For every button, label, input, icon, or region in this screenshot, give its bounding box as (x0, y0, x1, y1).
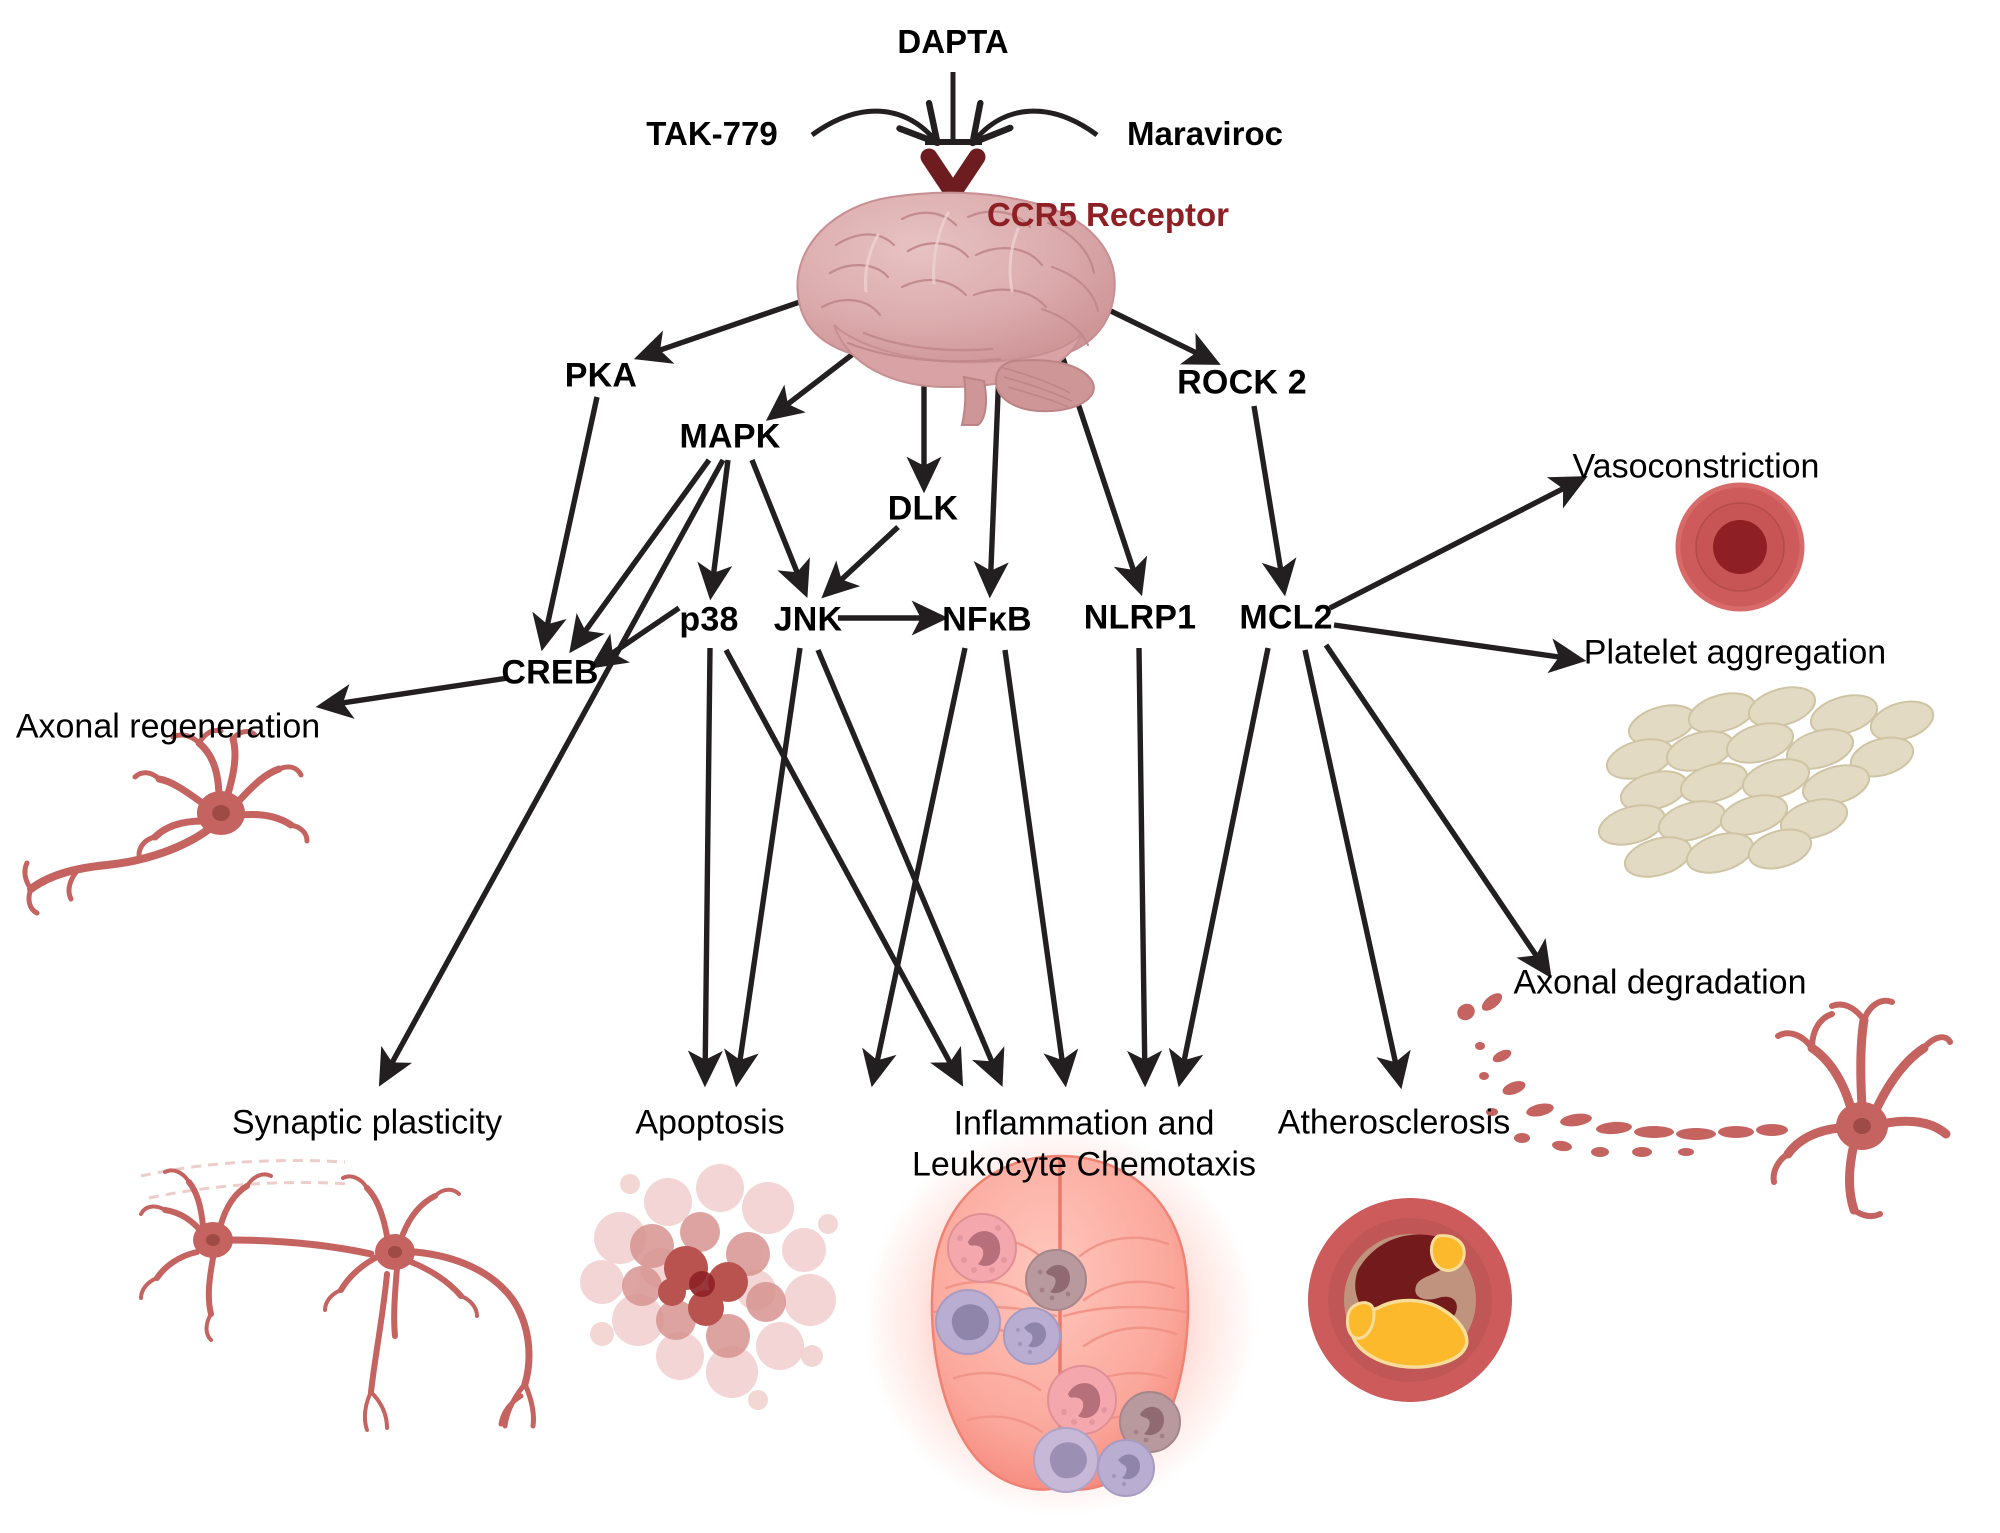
inhibitor-dapta: DAPTA (897, 23, 1009, 61)
node-pka: PKA (564, 356, 638, 395)
edge-jnk-apoptosis (724, 647, 803, 1088)
edge-mcl2-inflammation (1168, 647, 1271, 1088)
node-jnk: JNK (773, 600, 843, 639)
edge-mcl2-platelet-aggregation (1333, 622, 1587, 674)
edge-dlk-jnk (821, 525, 900, 599)
edge-p38-inflammation (723, 648, 964, 1087)
edge-jnk-inflammation (815, 648, 1005, 1087)
edge-mapk-p38 (697, 459, 733, 601)
inflamed-brain-illustration (860, 1120, 1260, 1520)
edge-mcl2-vasoconstriction (1328, 476, 1588, 611)
outcome-vasoconstriction: Vasoconstriction (1572, 447, 1820, 486)
edge-mapk-synaptic-plasticity (378, 458, 726, 1087)
node-creb: CREB (501, 653, 599, 692)
edge-creb-axonal-regeneration (315, 675, 509, 719)
neuron-network-illustration (135, 1140, 555, 1460)
outcome-apoptosis: Apoptosis (635, 1103, 785, 1142)
node-nlrp1: NLRP1 (1083, 598, 1197, 637)
ccr5-receptor-label: CCR5 Receptor (986, 196, 1230, 234)
outcome-platelet-aggregation: Platelet aggregation (1583, 633, 1887, 672)
node-mcl2: MCL2 (1239, 598, 1333, 637)
node-dlk: DLK (887, 489, 959, 528)
outcome-axonal-degradation: Axonal degradation (1513, 963, 1807, 1002)
node-p38: p38 (679, 600, 739, 639)
edge-mcl2-atherosclerosis (1302, 649, 1411, 1090)
degraded-neuron-illustration (1450, 960, 1953, 1220)
edge-rock2-mcl2 (1251, 405, 1297, 597)
inhibitor-maraviroc: Maraviroc (1127, 115, 1283, 153)
edge-p38-creb (589, 605, 681, 669)
atherosclerotic-vessel-illustration (1300, 1190, 1520, 1410)
edge-nfkb-inflammation (1002, 649, 1079, 1088)
edge-pka-creb (532, 396, 600, 652)
outcome-inflammation-line-2: Leukocyte Chemotaxis (912, 1146, 1256, 1184)
outcome-synaptic-plasticity: Synaptic plasticity (231, 1103, 503, 1142)
edge-nfkb-apoptosis (862, 647, 968, 1088)
edge-tak779-receptor (810, 111, 935, 140)
edge-p38-apoptosis (687, 647, 723, 1088)
inhibitor-tak779: TAK-779 (646, 115, 778, 153)
edge-mcl2-axonal-degradation (1323, 643, 1552, 979)
constricted-vessel-illustration (1660, 467, 1820, 627)
edge-mapk-jnk (749, 458, 810, 598)
edge-nlrp1-inflammation (1127, 647, 1163, 1088)
outcome-atherosclerosis: Atherosclerosis (1277, 1103, 1511, 1142)
healthy-neuron-illustration (22, 725, 313, 916)
platelet-cluster-illustration (1597, 685, 1940, 895)
apoptotic-cells-illustration (560, 1150, 860, 1430)
node-nfkb: NFκB (942, 600, 1032, 639)
node-mapk: MAPK (679, 417, 781, 456)
node-rock2: ROCK 2 (1177, 363, 1307, 402)
outcome-inflammation-line-1: Inflammation and (953, 1104, 1215, 1143)
edge-maraviroc-receptor (975, 111, 1099, 140)
outcome-axonal-regeneration: Axonal regeneration (15, 707, 321, 746)
brain-illustration (752, 175, 1152, 426)
